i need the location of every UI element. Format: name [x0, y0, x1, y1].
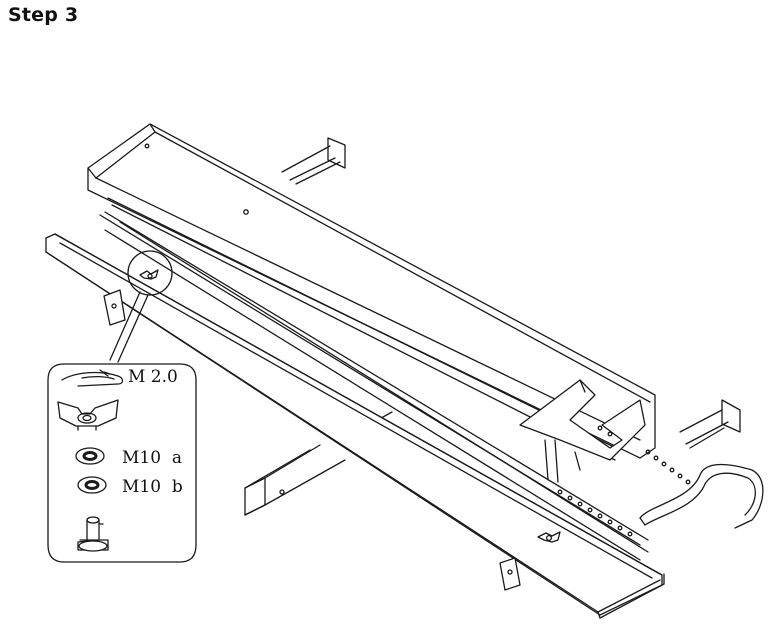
wing-nut-on-rail	[537, 531, 561, 543]
wing-nut-icon	[57, 399, 119, 431]
adjustment-holes	[557, 425, 691, 537]
spring-pin-label: M 2.0	[128, 367, 178, 387]
washer-b-label: M10 b	[122, 477, 183, 497]
pin-bolt-icon	[77, 516, 109, 552]
mount-brackets	[103, 289, 521, 591]
spring-pin-icon	[61, 369, 124, 387]
washer-icon	[77, 476, 107, 494]
hardware-callout: M 2.0 M10 a M10 b	[47, 363, 197, 563]
channel-rail-front	[45, 211, 665, 619]
upper-cross-tube	[281, 137, 741, 449]
channel-rail-rear	[87, 123, 656, 461]
detail-circle	[109, 250, 173, 363]
step-title: Step 3	[8, 4, 79, 26]
washer-icon	[75, 447, 105, 465]
loop-handle	[639, 463, 764, 529]
wheel-chock	[519, 379, 691, 537]
washer-a-label: M10 a	[122, 448, 182, 468]
